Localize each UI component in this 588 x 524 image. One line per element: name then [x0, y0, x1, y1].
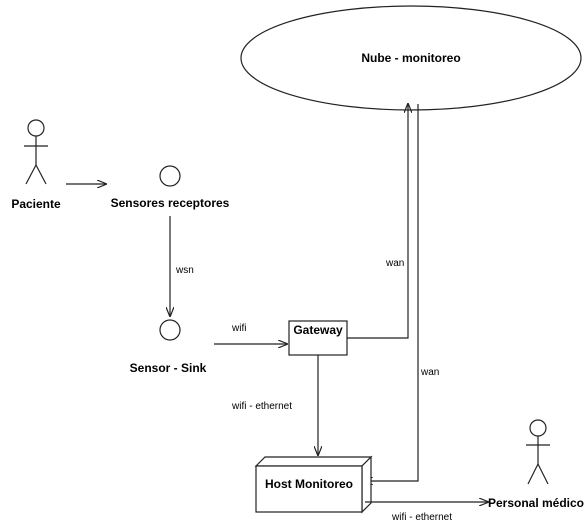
gateway-label: Gateway — [293, 323, 343, 337]
paciente-label: Paciente — [11, 197, 61, 211]
edge-label-wsn: wsn — [175, 265, 194, 276]
actor-icon — [526, 419, 550, 485]
edge-gateway-host: wifi - ethernet — [231, 355, 318, 455]
sink-node: Sensor - Sink — [130, 319, 207, 375]
cloud-node: Nube - monitoreo — [240, 5, 582, 111]
sink-label: Sensor - Sink — [130, 361, 207, 375]
gateway-node: Gateway — [288, 320, 348, 356]
edge-sensores-sink: wsn — [170, 216, 194, 316]
personal-actor: Personal médico — [488, 419, 584, 510]
paciente-actor: Paciente — [11, 119, 61, 211]
edge-label-wifi-ethernet-2: wifi - ethernet — [391, 512, 452, 523]
edge-cloud-host: wan — [364, 104, 439, 481]
sensores-node: Sensores receptores — [111, 165, 230, 210]
sensores-label: Sensores receptores — [111, 196, 230, 210]
cloud-label: Nube - monitoreo — [361, 51, 460, 65]
edge-host-personal: wifi - ethernet — [365, 502, 488, 523]
edge-label-wifi: wifi — [231, 323, 246, 334]
edge-label-wifi-ethernet: wifi - ethernet — [231, 401, 292, 412]
edge-label-wan-up: wan — [385, 258, 404, 269]
host-node: Host Monitoreo — [254, 455, 373, 514]
actor-icon — [24, 119, 48, 185]
personal-label: Personal médico — [488, 496, 584, 510]
host-label: Host Monitoreo — [265, 477, 353, 491]
edge-gateway-cloud: wan — [347, 104, 408, 339]
edge-label-wan-down: wan — [420, 367, 439, 378]
edge-sink-gateway: wifi — [214, 323, 287, 344]
